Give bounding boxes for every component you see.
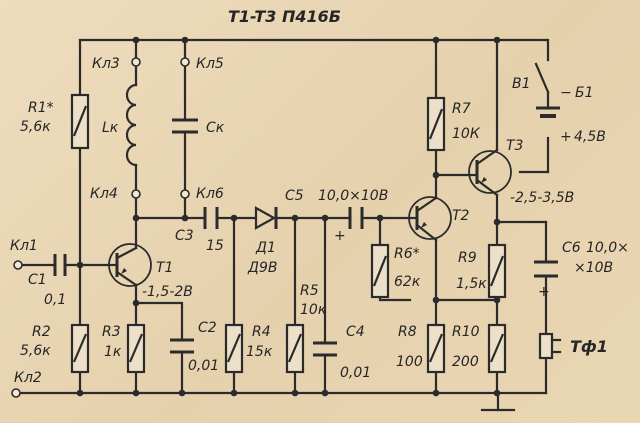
capacitor-c6 [534, 260, 558, 278]
label-c1-name: C1 [28, 272, 47, 288]
label-t1: T1 [156, 260, 173, 276]
label-kl5: Кл5 [196, 56, 224, 72]
label-r9-name: R9 [458, 250, 477, 266]
label-r9-value: 1,5к [456, 276, 487, 292]
resistor-r10 [487, 323, 507, 374]
label-d1-value: Д9В [247, 260, 277, 276]
terminal-kl2 [11, 388, 21, 398]
label-c3-name: C3 [175, 228, 194, 244]
resistor-r2 [70, 323, 90, 374]
label-battery-value: 4,5В [574, 129, 606, 145]
terminal-kl4 [131, 189, 141, 199]
diode-d1 [254, 206, 278, 230]
label-c4-name: C4 [346, 324, 365, 340]
capacitor-c3 [203, 207, 219, 229]
battery [536, 106, 560, 118]
label-t3-voltage: -2,5-3,5В [510, 190, 574, 206]
label-lk: Lк [102, 120, 119, 136]
label-r8-value: 100 [396, 354, 423, 370]
label-c6-name: C6 [562, 240, 581, 256]
label-c5-value: 10,0×10В [318, 188, 388, 204]
label-b1: В1 [512, 76, 531, 92]
resistors [70, 93, 507, 374]
inductor-lk [125, 83, 138, 167]
label-r1-value: 5,6к [20, 119, 51, 135]
capacitor-c1 [53, 254, 67, 276]
label-c2-value: 0,01 [188, 358, 219, 374]
label-kl2: Кл2 [14, 370, 42, 386]
label-battery-plus: + [560, 129, 572, 145]
label-r4-name: R4 [252, 324, 271, 340]
capacitor-c5 [348, 207, 364, 229]
label-battery-minus: − [560, 85, 572, 101]
label-c6-voltage: ×10В [574, 260, 613, 276]
capacitors [53, 118, 558, 357]
label-c3-value: 15 [206, 238, 224, 254]
label-r5-value: 10к [300, 302, 327, 318]
label-kl3: Кл3 [92, 56, 120, 72]
label-c2-name: C2 [198, 320, 217, 336]
terminal-kl3 [131, 57, 141, 67]
resistor-r3 [126, 323, 146, 374]
capacitor-c2 [170, 338, 194, 354]
label-kl4: Кл4 [90, 186, 118, 202]
transistor-t2 [408, 196, 452, 242]
label-r2-name: R2 [32, 324, 51, 340]
label-battery-name: Б1 [575, 85, 594, 101]
resistor-r1 [70, 93, 90, 150]
resistor-r8 [426, 323, 446, 374]
label-r8-name: R8 [398, 324, 417, 340]
top-rail [78, 38, 550, 62]
junction-dots [76, 36, 501, 397]
resistor-r4 [224, 323, 244, 374]
label-c6-plus: + [538, 284, 550, 300]
phone-tf1 [538, 332, 562, 360]
label-d1-name: Д1 [255, 240, 276, 256]
capacitor-ck [172, 118, 198, 134]
label-r3-value: 1к [104, 344, 122, 360]
label-t3: T3 [506, 138, 523, 154]
label-c5-plus: + [334, 228, 346, 244]
label-r4-value: 15к [246, 344, 273, 360]
wires [18, 38, 550, 412]
label-r7-value: 10К [452, 126, 481, 142]
label-c6-value: 10,0× [586, 240, 629, 256]
terminals [11, 57, 190, 398]
label-t1-voltage: -1,5-2В [142, 284, 193, 300]
label-c4-value: 0,01 [340, 365, 371, 381]
resistor-r5 [285, 323, 305, 374]
transistor-t3 [468, 148, 512, 197]
labels: T1-T3 П416Б Кл3 Кл5 Кл4 Кл6 Кл1 Кл2 R1* … [10, 7, 629, 386]
label-c5-name: C5 [285, 188, 304, 204]
resistor-r7 [426, 96, 446, 152]
label-r2-value: 5,6к [20, 343, 51, 359]
resistor-r9 [487, 243, 507, 299]
label-c1-value: 0,1 [44, 292, 66, 308]
label-kl6: Кл6 [196, 186, 224, 202]
label-r10-value: 200 [452, 354, 479, 370]
switch-b1 [534, 62, 550, 94]
label-r3-name: R3 [102, 324, 121, 340]
label-r6-value: 62к [394, 274, 421, 290]
label-r1-name: R1* [28, 100, 54, 116]
terminal-kl5 [180, 57, 190, 67]
terminal-kl6 [180, 189, 190, 199]
label-t2: T2 [452, 208, 470, 224]
label-phone: Тф1 [570, 337, 608, 356]
label-ck: Cк [206, 120, 225, 136]
terminal-kl1 [13, 260, 23, 270]
diagram-title: T1-T3 П416Б [228, 7, 341, 26]
label-r7-name: R7 [452, 101, 471, 117]
label-r10-name: R10 [452, 324, 480, 340]
label-r5-name: R5 [300, 283, 319, 299]
label-r6-name: R6* [394, 246, 420, 262]
transistor-t1 [106, 243, 152, 287]
resistor-r6 [370, 243, 390, 299]
capacitor-c4 [313, 341, 337, 357]
label-kl1: Кл1 [10, 238, 38, 254]
